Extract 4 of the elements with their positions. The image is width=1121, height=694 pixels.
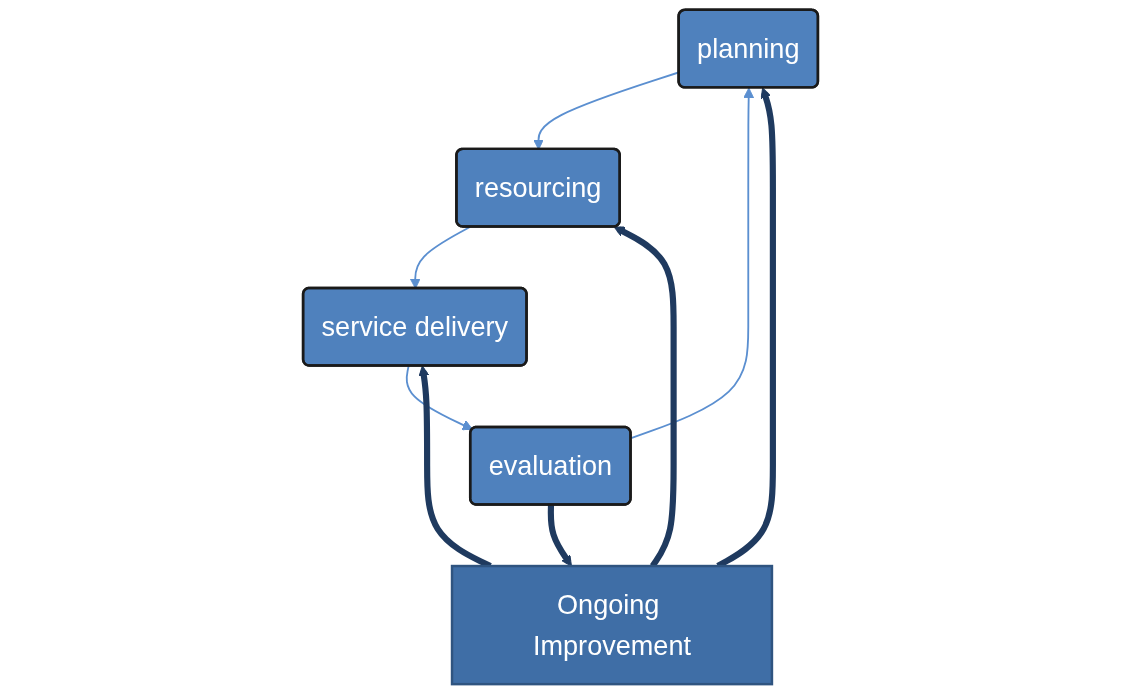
arrow: [547, 505, 572, 567]
arrow: [630, 87, 755, 440]
node-box: Ongoing Improvement: [450, 564, 774, 686]
arrow: [405, 365, 474, 431]
